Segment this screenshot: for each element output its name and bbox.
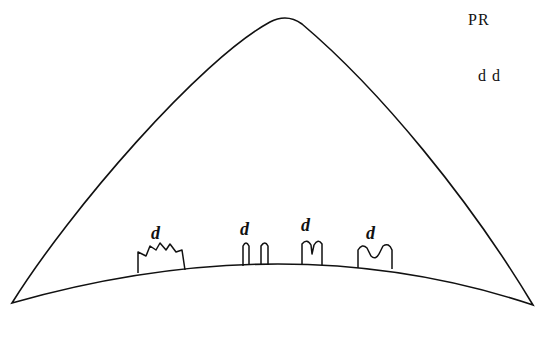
tooth-label: d xyxy=(240,220,249,238)
tooth-label: d xyxy=(366,224,375,242)
tooth-label: d xyxy=(301,216,310,234)
tooth-symbol xyxy=(302,241,322,265)
tooth-symbol xyxy=(243,243,249,266)
jaw-outline xyxy=(12,18,533,305)
label-text: d d xyxy=(478,68,501,84)
tooth-symbol xyxy=(261,243,268,265)
tooth-label: d xyxy=(151,224,160,242)
tooth-symbol xyxy=(138,243,185,273)
tooth-symbol xyxy=(358,245,392,269)
heading-text: PR xyxy=(468,12,490,28)
